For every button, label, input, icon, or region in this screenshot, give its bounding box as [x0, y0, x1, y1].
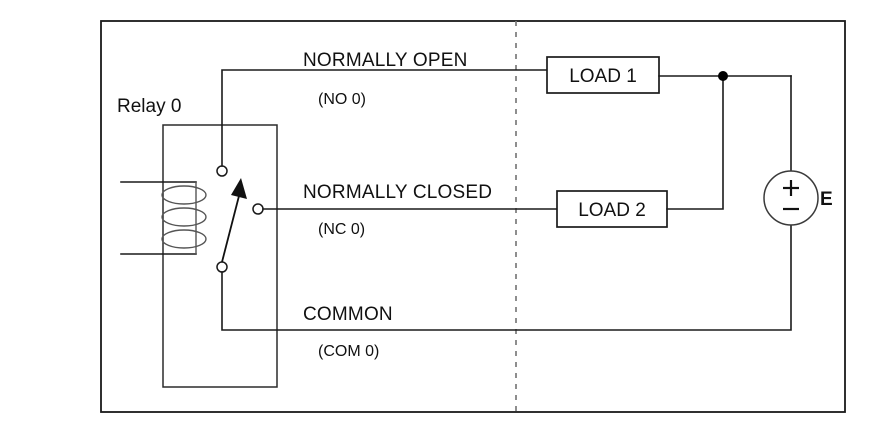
armature-arrowhead-icon [231, 178, 247, 199]
contact-code-nc: (NC 0) [318, 221, 365, 238]
contact-label-common: COMMON [303, 304, 393, 325]
contact-label-normally-closed: NORMALLY CLOSED [303, 182, 492, 203]
relay-armature-arm [221, 191, 241, 263]
contact-code-com: (COM 0) [318, 343, 379, 360]
voltage-source-symbol [763, 170, 819, 226]
load-1-label: LOAD 1 [569, 66, 637, 87]
wire-normally-open [221, 69, 548, 167]
coil-winding-3 [161, 229, 207, 249]
relay-body-box [162, 124, 278, 388]
diagram-outer-frame [100, 20, 846, 413]
contact-code-no: (NO 0) [318, 91, 366, 108]
wire-common [221, 224, 792, 331]
terminal-normally-open [216, 165, 228, 177]
coil-winding-1 [161, 185, 207, 205]
voltage-source-label: E [820, 189, 833, 210]
coil-winding-2 [161, 207, 207, 227]
wire-load2-to-junction [666, 75, 724, 210]
relay-title-label: Relay 0 [117, 96, 181, 117]
contact-label-normally-open: NORMALLY OPEN [303, 50, 468, 71]
load-1-box [546, 56, 660, 94]
load-2-label: LOAD 2 [578, 200, 646, 221]
wire-junction-dot [718, 71, 728, 81]
terminal-normally-closed [252, 203, 264, 215]
terminal-common [216, 261, 228, 273]
